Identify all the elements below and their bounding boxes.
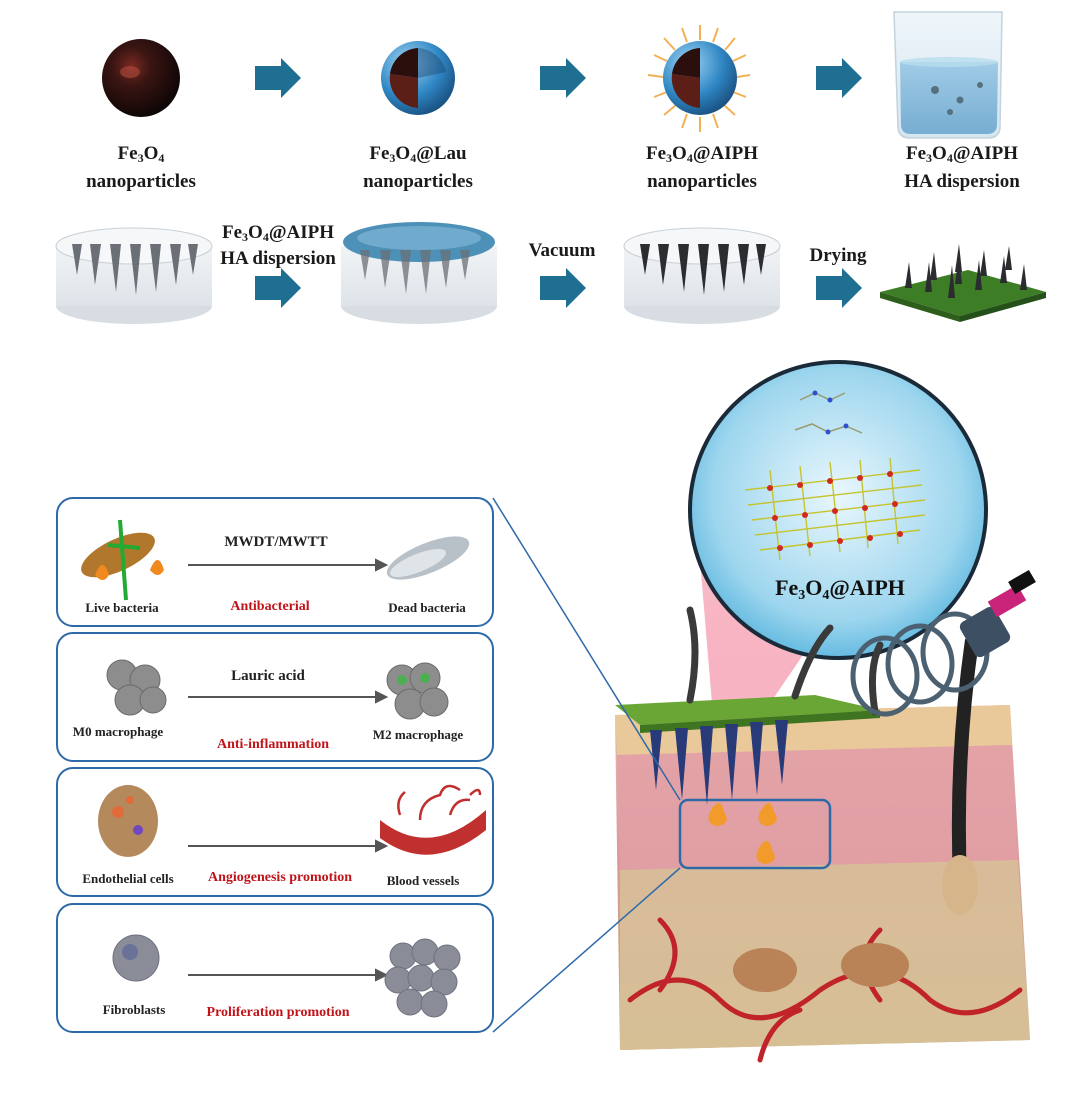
step-label-dispersion: Fe3O4@AIPH HA dispersion (220, 222, 336, 269)
endothelial-cell-icon (98, 785, 158, 857)
process-arrow (255, 58, 862, 98)
panel-arrow-label: Lauric acid (231, 668, 305, 684)
step-label-drying: Drying (809, 245, 867, 266)
fe3o4-lau-particle (381, 41, 455, 115)
panel-left-label: Live bacteria (85, 600, 159, 615)
skin-tissue (615, 639, 1030, 1063)
panel-right-label: Blood vessels (386, 873, 460, 888)
label-fe3o4-aiph: Fe3O4@AIPH nanoparticles (645, 143, 759, 192)
beaker (893, 11, 1003, 139)
panel-left-label: M0 macrophage (72, 724, 164, 739)
panel-left-label: Fibroblasts (102, 1002, 166, 1017)
panel-effect-label: Proliferation promotion (206, 1005, 350, 1020)
label-fe3o4: Fe3O4 nanoparticles (86, 143, 196, 192)
blood-vessels-icon (380, 784, 486, 855)
fe3o4-particle (102, 39, 180, 117)
effect-panels (56, 497, 494, 1033)
connector-line (492, 497, 681, 801)
probe-icon (959, 569, 1036, 658)
zoom-circle (688, 360, 988, 660)
zoom-label: Fe3O4@AIPH (775, 575, 905, 603)
microneedle-patch (880, 244, 1046, 322)
panel-arrow-label: MWDT/MWTT (224, 534, 328, 550)
panel-right-label: M2 macrophage (372, 727, 464, 742)
mold-filled (623, 227, 781, 324)
mold-with-dispersion (341, 222, 497, 324)
m0-macrophage-icon (106, 659, 167, 716)
microneedle-mold (55, 227, 213, 324)
effect-arrow (188, 558, 389, 982)
fibroblast-icon (112, 934, 160, 982)
panel-effect-label: Anti-inflammation (217, 737, 329, 752)
label-fe3o4-lau: Fe3O4@Lau nanoparticles (363, 143, 473, 192)
label-ha-dispersion: Fe3O4@AIPH HA dispersion (904, 143, 1020, 192)
live-bacteria-icon (81, 519, 164, 601)
connector-line (492, 867, 681, 1033)
proliferated-fibroblasts-icon (384, 938, 461, 1018)
m2-macrophage-icon (386, 662, 449, 720)
fe3o4-aiph-particle (647, 25, 751, 132)
panel-left-label: Endothelial cells (82, 871, 174, 886)
process-arrow (255, 268, 862, 308)
panel-effect-label: Angiogenesis promotion (207, 870, 353, 885)
panel-effect-label: Antibacterial (230, 599, 310, 614)
dead-bacteria-icon (386, 536, 470, 580)
step-label-vacuum: Vacuum (528, 240, 596, 261)
panel-right-label: Dead bacteria (388, 600, 466, 615)
